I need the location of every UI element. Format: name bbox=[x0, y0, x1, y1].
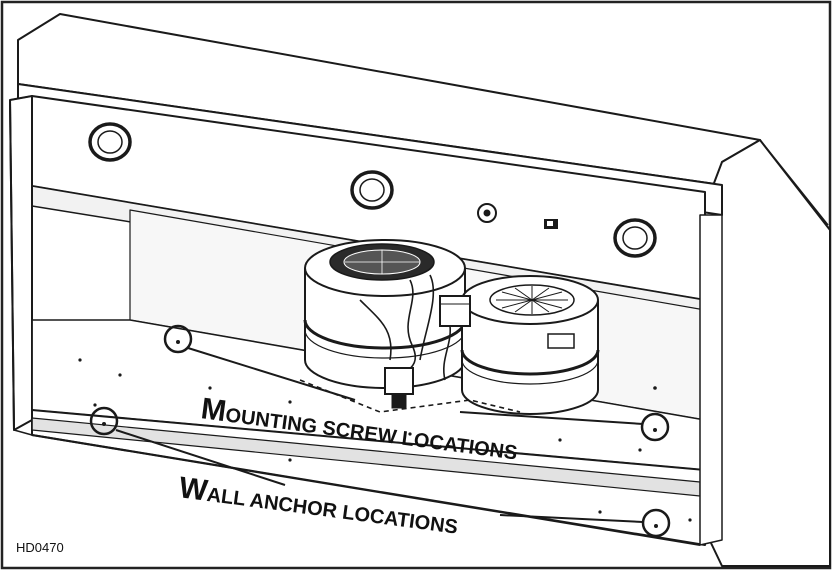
wall-callout-initial: W bbox=[177, 471, 210, 508]
light-opening-right bbox=[613, 218, 657, 258]
blower-right bbox=[460, 275, 600, 415]
plug-connector bbox=[384, 367, 414, 409]
wall-anchor-left bbox=[89, 406, 119, 436]
wall-anchor-right bbox=[641, 508, 671, 538]
light-opening-left bbox=[88, 122, 132, 162]
rivets bbox=[78, 358, 692, 522]
mounting-screw-left bbox=[163, 324, 193, 354]
mounting-screw-right bbox=[640, 412, 670, 442]
light-opening-center bbox=[350, 170, 394, 210]
mounting-callout-initial: M bbox=[199, 392, 228, 428]
switch-opening bbox=[544, 219, 558, 229]
leader-mounting-right bbox=[459, 411, 644, 425]
mounting-dashed-outline bbox=[299, 379, 521, 413]
panel-openings bbox=[88, 122, 657, 258]
figure-code: HD0470 bbox=[16, 540, 64, 555]
knob-opening bbox=[477, 203, 497, 223]
mounting-screw-markers bbox=[163, 324, 670, 442]
junction-box bbox=[439, 295, 471, 327]
blower-assembly bbox=[303, 239, 600, 415]
leader-wall-right bbox=[499, 514, 644, 523]
wall-anchor-markers bbox=[89, 406, 671, 538]
leader-lines bbox=[115, 347, 644, 523]
leader-wall-left bbox=[115, 429, 286, 486]
